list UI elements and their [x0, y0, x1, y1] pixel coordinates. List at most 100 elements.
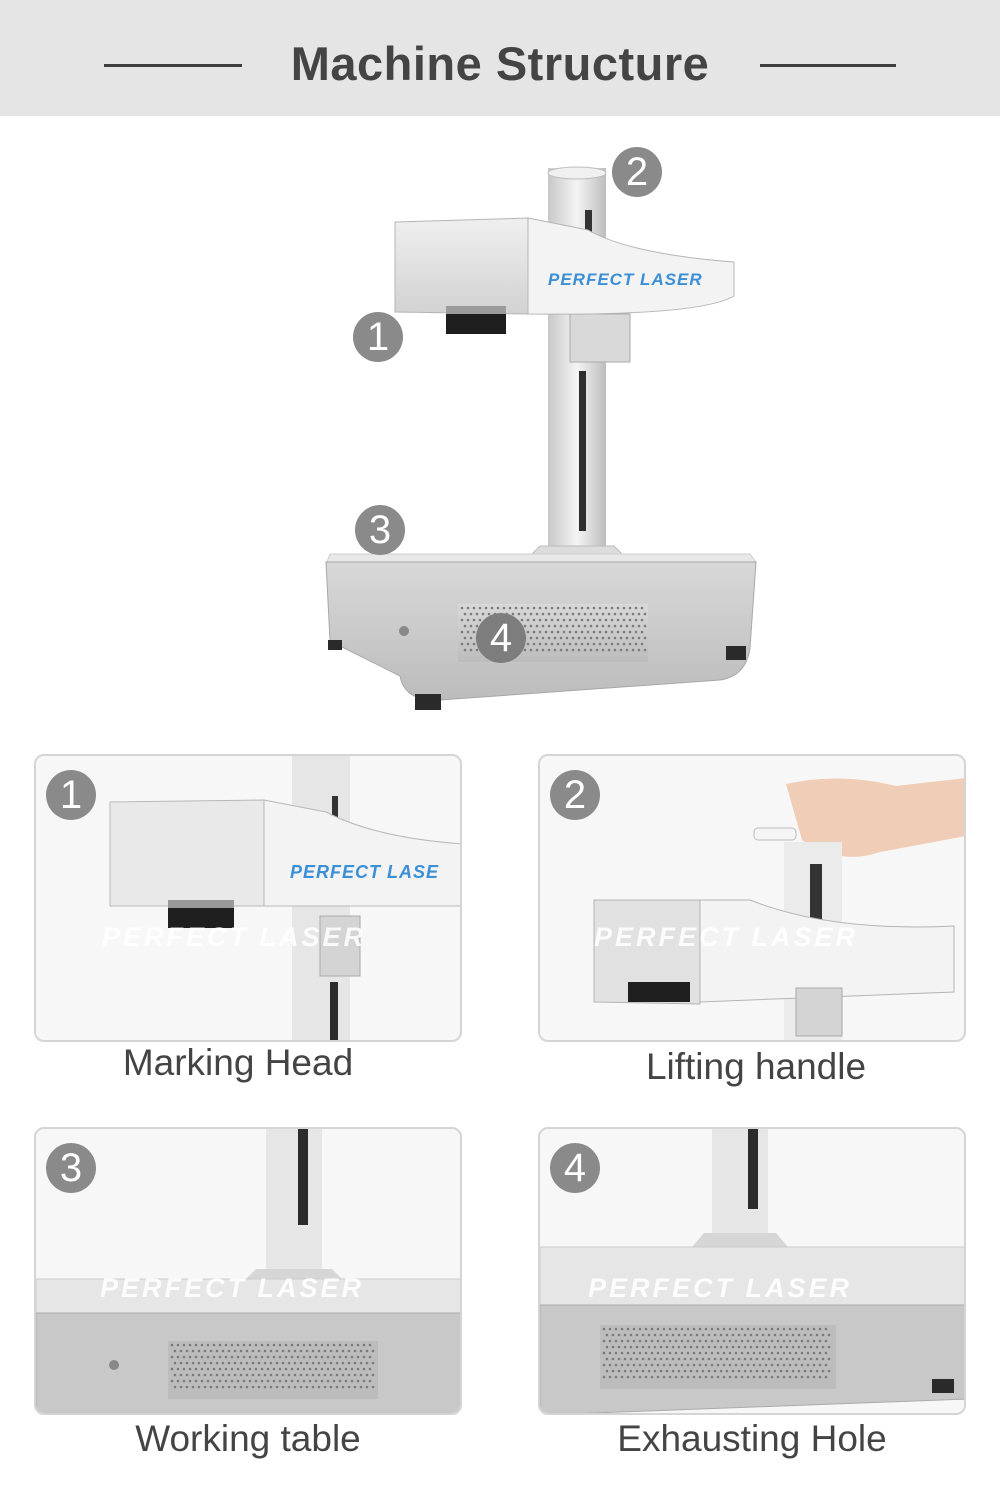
vent-hole — [314, 1367, 318, 1371]
vent-hole — [613, 648, 617, 652]
vent-hole — [248, 1343, 252, 1347]
vent-hole — [332, 1367, 336, 1371]
vent-hole — [640, 630, 644, 634]
vent-hole — [353, 1349, 357, 1353]
vent-hole — [644, 1351, 648, 1355]
vent-hole — [662, 1351, 666, 1355]
vent-hole — [632, 1375, 636, 1379]
vent-hole — [209, 1385, 213, 1389]
vent-hole — [791, 1333, 795, 1337]
vent-hole — [359, 1361, 363, 1365]
vent-hole — [308, 1367, 312, 1371]
vent-hole — [722, 1375, 726, 1379]
vent-hole — [469, 624, 473, 628]
vent-hole — [215, 1349, 219, 1353]
vent-hole — [176, 1355, 180, 1359]
vent-hole — [275, 1385, 279, 1389]
vent-hole — [728, 1351, 732, 1355]
vent-hole — [601, 648, 605, 652]
vent-hole — [602, 1339, 606, 1343]
vent-hole — [314, 1379, 318, 1383]
vent-hole — [650, 1339, 654, 1343]
vent-hole — [722, 1351, 726, 1355]
vent-hole — [595, 648, 599, 652]
vent-hole — [550, 642, 554, 646]
vent-hole — [562, 642, 566, 646]
vent-hole — [356, 1343, 360, 1347]
vent-hole — [478, 618, 482, 622]
vent-hole — [466, 606, 470, 610]
vent-hole — [290, 1355, 294, 1359]
vent-hole — [613, 612, 617, 616]
vent-hole — [532, 606, 536, 610]
vent-hole — [272, 1367, 276, 1371]
vent-hole — [758, 1363, 762, 1367]
vent-hole — [616, 618, 620, 622]
vent-hole — [719, 1345, 723, 1349]
vent-hole — [686, 1375, 690, 1379]
vent-hole — [824, 1339, 828, 1343]
vent-hole — [523, 612, 527, 616]
vent-hole — [293, 1373, 297, 1377]
card4-watermark: PERFECT LASER — [588, 1273, 853, 1303]
vent-hole — [571, 648, 575, 652]
vent-hole — [484, 606, 488, 610]
vent-hole — [740, 1339, 744, 1343]
vent-hole — [311, 1373, 315, 1377]
vent-hole — [725, 1369, 729, 1373]
vent-hole — [469, 612, 473, 616]
card3-watermark: PERFECT LASER — [100, 1273, 365, 1303]
vent-hole — [770, 1327, 774, 1331]
vent-hole — [254, 1379, 258, 1383]
caption-marking-head: Marking Head — [122, 1042, 354, 1083]
vent-hole — [677, 1357, 681, 1361]
vent-hole — [617, 1333, 621, 1337]
vent-hole — [824, 1351, 828, 1355]
vent-hole — [371, 1361, 375, 1365]
vent-hole — [653, 1357, 657, 1361]
vent-hole — [571, 636, 575, 640]
vent-hole — [344, 1355, 348, 1359]
vent-hole — [713, 1333, 717, 1337]
vent-hole — [188, 1367, 192, 1371]
vent-hole — [761, 1357, 765, 1361]
vent-hole — [350, 1355, 354, 1359]
vent-hole — [598, 606, 602, 610]
vent-hole — [176, 1343, 180, 1347]
vent-hole — [191, 1385, 195, 1389]
vent-hole — [568, 630, 572, 634]
vent-hole — [179, 1373, 183, 1377]
vent-hole — [809, 1345, 813, 1349]
vent-hole — [643, 612, 647, 616]
vent-hole — [553, 648, 557, 652]
vent-hole — [644, 1363, 648, 1367]
vent-hole — [568, 606, 572, 610]
vent-hole — [710, 1339, 714, 1343]
vent-hole — [764, 1339, 768, 1343]
vent-hole — [538, 642, 542, 646]
vent-hole — [580, 618, 584, 622]
vent-hole — [472, 630, 476, 634]
vent-hole — [302, 1367, 306, 1371]
vent-hole — [359, 1385, 363, 1389]
vent-hole — [553, 612, 557, 616]
vent-hole — [674, 1327, 678, 1331]
vent-hole — [583, 648, 587, 652]
vent-hole — [508, 606, 512, 610]
vent-hole — [568, 618, 572, 622]
vent-hole — [647, 1357, 651, 1361]
vent-hole — [674, 1339, 678, 1343]
vent-hole — [749, 1369, 753, 1373]
vent-hole — [239, 1361, 243, 1365]
vent-hole — [368, 1355, 372, 1359]
vent-hole — [620, 1363, 624, 1367]
vent-hole — [812, 1339, 816, 1343]
vent-hole — [800, 1327, 804, 1331]
vent-hole — [656, 1339, 660, 1343]
vent-hole — [710, 1351, 714, 1355]
vent-hole — [634, 618, 638, 622]
vent-hole — [589, 612, 593, 616]
vent-hole — [818, 1363, 822, 1367]
vent-hole — [662, 1375, 666, 1379]
vent-hole — [629, 1333, 633, 1337]
